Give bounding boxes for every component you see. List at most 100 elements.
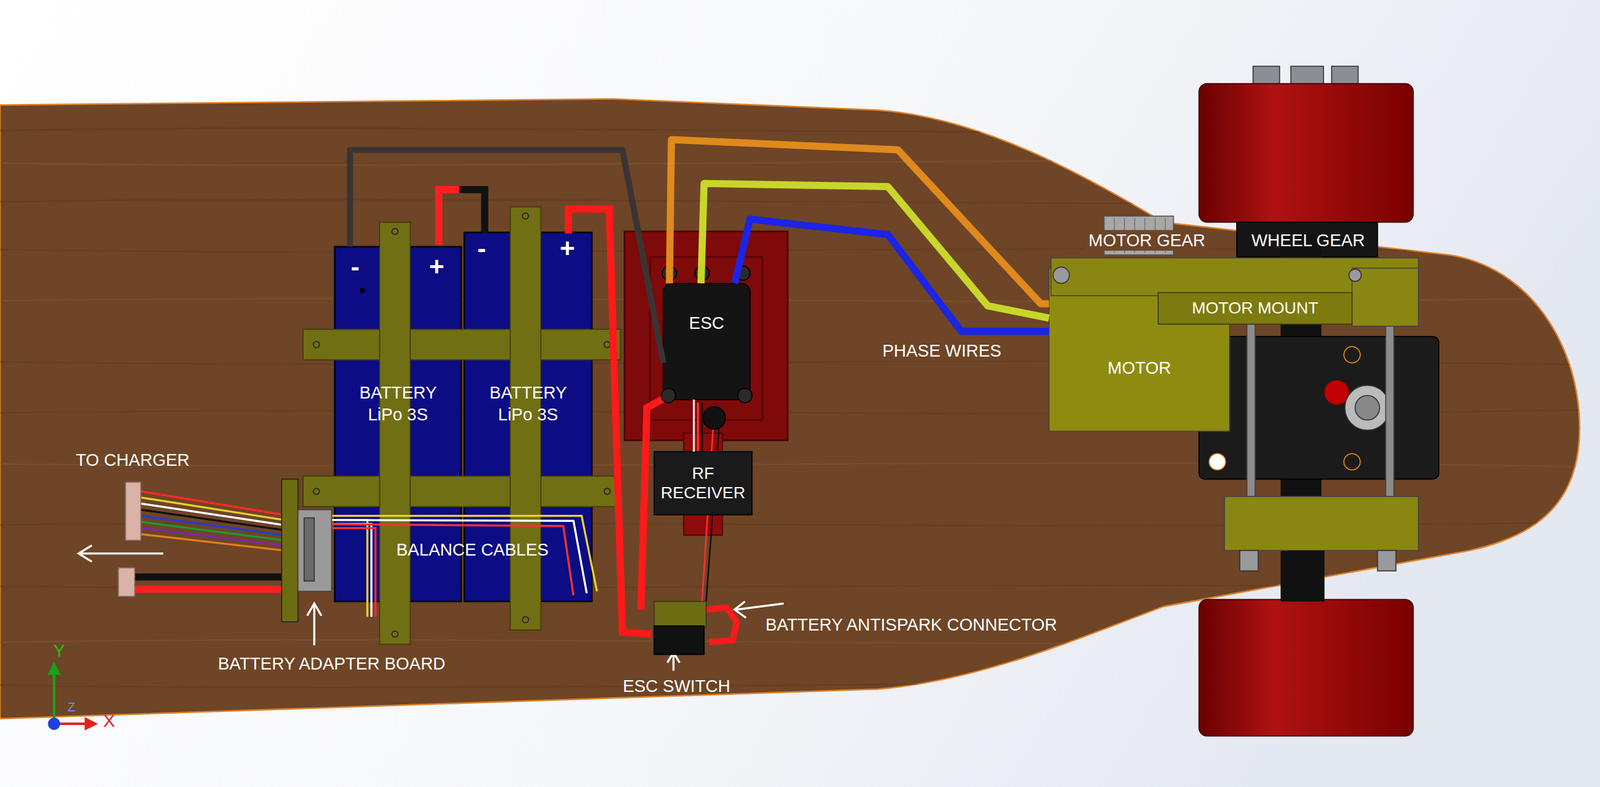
phase-wire bbox=[701, 183, 1049, 319]
node-text: BATTERY LiPo 3S bbox=[489, 382, 567, 426]
battery-pack-part-part bbox=[313, 341, 319, 348]
truck-and-wheels-part bbox=[1324, 380, 1349, 405]
terminal-sign: - bbox=[350, 251, 360, 283]
charger-leads-part bbox=[134, 585, 284, 593]
phase-wire bbox=[669, 139, 1049, 305]
balance-cables-part bbox=[311, 516, 598, 592]
balance-cables-part bbox=[311, 520, 587, 594]
truck-and-wheels-part bbox=[1343, 453, 1361, 471]
part-label: ESC SWITCH bbox=[622, 676, 731, 697]
esc-switch-part bbox=[706, 607, 738, 643]
battery-pack bbox=[302, 189, 621, 645]
truck-and-wheels-part bbox=[1343, 346, 1361, 364]
truck-and-wheels-part bbox=[1344, 385, 1390, 431]
truck-and-wheels-part bbox=[1331, 66, 1359, 85]
motor-and-mount-part bbox=[1377, 550, 1396, 572]
charger-leads-part bbox=[79, 552, 164, 555]
battery-pack-part bbox=[313, 213, 611, 638]
part-label: BALANCE CABLES bbox=[396, 539, 549, 560]
truck-and-wheels-part bbox=[1209, 453, 1226, 471]
node-text: MOTOR bbox=[1107, 357, 1171, 379]
esc-assembly-part bbox=[702, 406, 726, 430]
truck-and-wheels-part bbox=[1198, 336, 1439, 480]
motor-and-mount-part bbox=[1158, 292, 1352, 325]
axis-triad-part bbox=[47, 718, 61, 731]
charger-leads-part bbox=[140, 534, 284, 552]
node-text: MOTOR MOUNT bbox=[1191, 299, 1319, 318]
charger-leads-part bbox=[118, 568, 135, 597]
charger-leads-part bbox=[140, 503, 284, 526]
charger-leads-part bbox=[134, 573, 284, 581]
node-text: RF RECEIVER bbox=[660, 463, 746, 504]
motor-and-mount-part bbox=[1287, 550, 1325, 602]
deck-part-part bbox=[0, 585, 1592, 590]
esc-box: ESC bbox=[663, 283, 751, 400]
node-text: BATTERY LiPo 3S bbox=[359, 382, 438, 426]
phase-wire bbox=[734, 219, 1049, 332]
receiver-cable bbox=[692, 399, 695, 452]
motor-and-mount-part bbox=[1351, 268, 1419, 327]
charger-leads-part bbox=[78, 545, 92, 563]
esc-switch-part bbox=[653, 601, 706, 629]
battery-pack-part bbox=[359, 288, 366, 294]
leader-arrows-part bbox=[736, 603, 784, 610]
balance-cables-part bbox=[297, 509, 332, 592]
motor-and-mount-part bbox=[1348, 269, 1362, 282]
battery-pack-part bbox=[438, 189, 462, 245]
battery-pack-part bbox=[379, 222, 411, 645]
leader-arrows-part bbox=[307, 603, 322, 617]
part-label: BATTERY ADAPTER BOARD bbox=[217, 653, 446, 675]
motor-and-mount-part bbox=[1239, 550, 1259, 572]
esc-assembly-part bbox=[661, 388, 676, 403]
truck-and-wheels-part bbox=[1291, 66, 1324, 85]
battery-pack-part-part bbox=[522, 213, 529, 220]
balance-cables bbox=[281, 479, 598, 623]
charger-leads bbox=[78, 482, 284, 597]
motor-and-mount-part bbox=[1224, 496, 1419, 552]
esc-assembly-part bbox=[696, 402, 699, 454]
charger-leads-part bbox=[125, 482, 142, 541]
balance-cables-part bbox=[304, 517, 315, 582]
battery-pack-part-part bbox=[391, 228, 398, 235]
charger-leads-part bbox=[140, 497, 284, 521]
part-label: BATTERY ANTISPARK CONNECTOR bbox=[765, 614, 1058, 636]
part-label: TO CHARGER bbox=[75, 449, 190, 471]
terminal-sign: - bbox=[477, 233, 487, 265]
battery-pack-part-part bbox=[604, 341, 611, 348]
esc-assembly-part bbox=[663, 283, 751, 400]
battery-pack-part-part bbox=[391, 631, 398, 638]
part-label: MOTOR GEAR bbox=[1084, 230, 1210, 252]
battery-pack-part bbox=[302, 329, 621, 361]
esc-assembly-part bbox=[737, 388, 752, 403]
charger-leads-part bbox=[140, 491, 284, 516]
axis-triad-part bbox=[47, 662, 61, 676]
esc-assembly-part bbox=[653, 451, 752, 516]
axis-label: Z bbox=[67, 699, 76, 716]
leader-arrows-part bbox=[672, 655, 675, 672]
truck-and-wheels-part bbox=[1354, 395, 1380, 420]
battery-pack-part-part bbox=[522, 617, 529, 624]
node-text: ESC bbox=[689, 313, 725, 334]
charger-leads-part bbox=[140, 509, 284, 531]
leader-arrows-part bbox=[313, 605, 315, 646]
part-label: WHEEL GEAR bbox=[1251, 230, 1365, 252]
balance-cables-part bbox=[281, 479, 299, 623]
battery-pack-part-part bbox=[313, 488, 319, 495]
esc-switch-part bbox=[653, 626, 705, 655]
leader-arrows-part bbox=[734, 601, 746, 619]
battery-pack-part-part bbox=[604, 488, 611, 495]
esc-switch bbox=[653, 601, 737, 656]
motor-and-mount-part bbox=[1053, 266, 1070, 284]
terminal-sign: + bbox=[429, 251, 445, 283]
receiver-box: RF RECEIVER bbox=[653, 451, 752, 516]
axis-label: Y bbox=[53, 640, 65, 662]
axis-triad bbox=[47, 662, 97, 731]
axis-triad-part bbox=[84, 718, 97, 731]
terminal-sign: + bbox=[559, 233, 576, 265]
axis-label: X bbox=[103, 710, 116, 732]
truck-and-wheels-part bbox=[1198, 599, 1414, 736]
balance-cables-part bbox=[311, 524, 574, 596]
